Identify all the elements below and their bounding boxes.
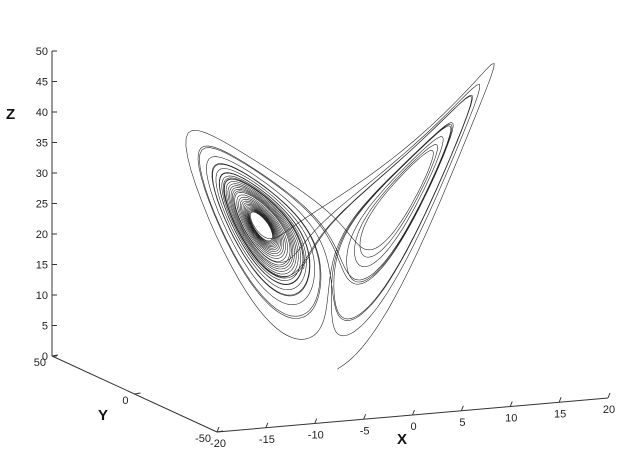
trajectory-line bbox=[185, 63, 495, 370]
y-tick-label: -50 bbox=[195, 433, 211, 445]
x-tick-label: -20 bbox=[210, 438, 226, 449]
z-tick-label: 15 bbox=[36, 260, 48, 272]
y-axis-label: Y bbox=[98, 407, 108, 424]
x-tick-label: 5 bbox=[459, 417, 465, 429]
z-tick-label: 45 bbox=[36, 77, 48, 89]
axis-labels: X Y Z bbox=[6, 106, 407, 448]
x-axis-label: X bbox=[397, 431, 407, 448]
z-tick-label: 5 bbox=[42, 321, 48, 333]
x-tick-mark bbox=[607, 392, 611, 399]
x-tick-mark bbox=[216, 426, 220, 433]
x-tick-mark bbox=[314, 418, 318, 424]
x-tick-label: 20 bbox=[603, 404, 615, 416]
z-tick-label: 20 bbox=[36, 229, 48, 241]
x-tick-mark bbox=[265, 422, 269, 428]
y-tick-mark bbox=[216, 430, 224, 433]
z-tick-label: 35 bbox=[36, 138, 48, 150]
x-tick-mark bbox=[460, 405, 464, 411]
x-tick-label: 15 bbox=[554, 408, 566, 420]
x-tick-label: -15 bbox=[259, 434, 275, 446]
x-tick-label: -5 bbox=[360, 425, 370, 437]
y-tick-mark bbox=[134, 392, 141, 395]
trajectory-layer bbox=[185, 63, 495, 370]
x-tick-label: 10 bbox=[505, 413, 517, 425]
x-tick-mark bbox=[363, 414, 367, 420]
y-tick-label: 0 bbox=[122, 395, 128, 407]
y-tick-label: 50 bbox=[34, 357, 46, 369]
z-tick-label: 10 bbox=[36, 290, 48, 302]
x-tick-label: 0 bbox=[410, 421, 416, 433]
z-tick-label: 50 bbox=[36, 46, 48, 58]
x-tick-mark bbox=[558, 397, 562, 403]
z-tick-label: 40 bbox=[36, 107, 48, 119]
z-axis-label: Z bbox=[6, 106, 15, 123]
x-tick-label: -10 bbox=[308, 430, 324, 442]
z-tick-label: 0 bbox=[42, 351, 48, 363]
y-tick-mark bbox=[51, 354, 59, 357]
x-tick-mark bbox=[412, 409, 415, 416]
z-tick-label: 25 bbox=[36, 199, 48, 211]
axes bbox=[51, 50, 611, 433]
z-tick-label: 30 bbox=[36, 168, 48, 180]
x-tick-mark bbox=[509, 401, 513, 407]
